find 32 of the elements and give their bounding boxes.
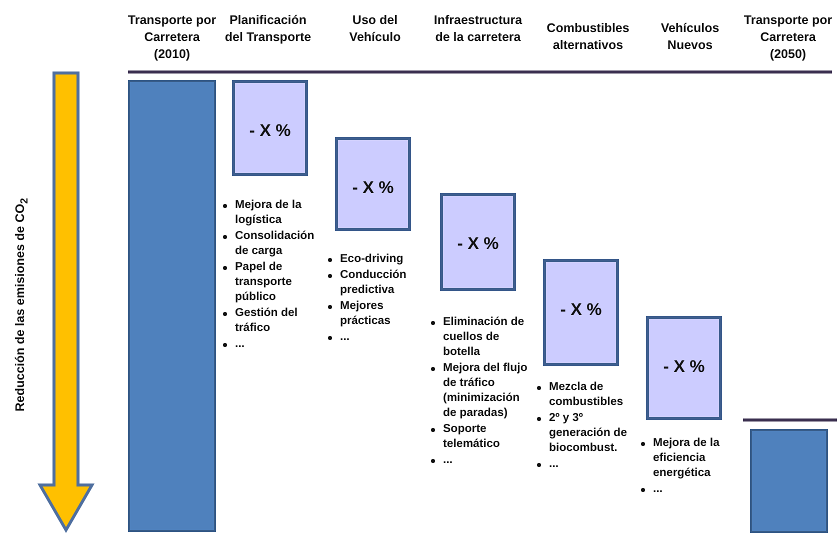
emission-bar	[128, 80, 216, 532]
column-header: Transporte por Carretera (2050)	[742, 12, 834, 63]
reduction-box: - X %	[232, 80, 308, 176]
bullet-item: ...	[327, 330, 432, 345]
bullet-item: Conducción predictiva	[327, 268, 432, 298]
bullet-item: Mejora de la eficiencia energética	[640, 436, 745, 481]
bullet-item: Consolidación de carga	[222, 229, 327, 259]
bullet-item: ...	[222, 337, 327, 352]
bullet-item: ...	[430, 453, 535, 468]
bullet-item: 2º y 3º generación de biocombust.	[536, 411, 641, 456]
reduction-box: - X %	[335, 137, 411, 231]
column-header: Vehículos Nuevos	[660, 20, 720, 54]
column-header: Uso del Vehículo	[348, 12, 402, 46]
column-header: Combustibles alternativos	[546, 20, 630, 54]
bullet-item: Eco-driving	[327, 252, 432, 267]
reduction-box: - X %	[440, 193, 516, 291]
reduction-box: - X %	[646, 316, 722, 420]
bullet-item: Mezcla de combustibles	[536, 380, 641, 410]
bullet-item: ...	[536, 457, 641, 472]
bullet-item: Papel de transporte público	[222, 260, 327, 305]
bullet-item: Mejora del flujo de tráfico (minimización de paradas)	[430, 361, 535, 421]
column-header: Transporte por Carretera (2010)	[126, 12, 218, 63]
bullet-item: Gestión del tráfico	[222, 306, 327, 336]
column-header: Infraestructura de la carretera	[432, 12, 524, 46]
emission-bar	[750, 429, 828, 533]
bullet-item: Mejora de la logística	[222, 198, 327, 228]
bullet-item: Eliminación de cuellos de botella	[430, 315, 535, 360]
bullet-item: ...	[640, 482, 745, 497]
bullet-item: Soporte telemático	[430, 422, 535, 452]
reduction-box: - X %	[543, 259, 619, 366]
column-header: Planificación del Transporte	[224, 12, 312, 46]
bullet-item: Mejores prácticas	[327, 299, 432, 329]
